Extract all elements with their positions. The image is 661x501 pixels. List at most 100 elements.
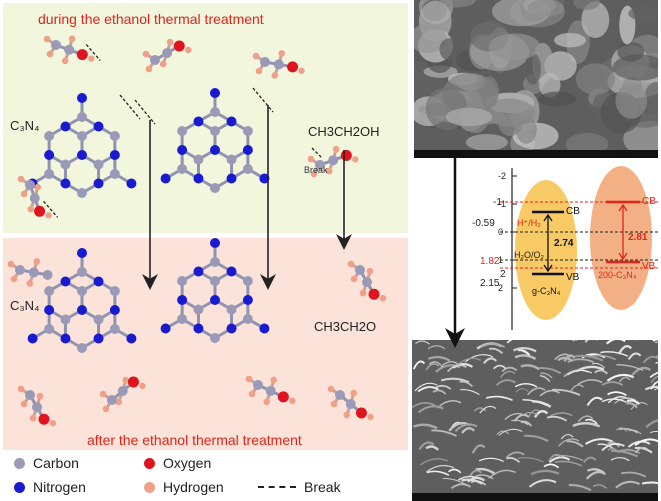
hydrogen-dot-icon	[144, 482, 155, 493]
molecules-group	[7, 35, 387, 427]
label-h2o: H₂O/O₂	[514, 250, 544, 260]
c-atom	[362, 277, 372, 288]
h-atom	[43, 35, 51, 43]
h-atom	[68, 35, 76, 43]
c-atom	[242, 164, 253, 174]
n-atom	[226, 116, 237, 127]
label-neg1: -1	[493, 197, 502, 208]
legend-hydrogen: Hydrogen	[144, 479, 224, 495]
n-atom	[226, 266, 237, 277]
break-label: Break	[304, 165, 328, 175]
n-atom	[109, 150, 120, 160]
oxygen-dot-icon	[144, 458, 155, 469]
n-atom	[193, 116, 204, 127]
c-atom	[177, 126, 188, 136]
o-atom	[287, 61, 299, 73]
c-atom	[51, 40, 61, 50]
n-atom	[77, 248, 87, 258]
axis-tick-label: 2	[498, 283, 503, 293]
n-atom	[77, 150, 87, 160]
o-atom	[34, 205, 46, 217]
h-atom	[327, 385, 335, 393]
n-atom	[93, 178, 104, 189]
h-atom	[61, 57, 69, 65]
h-atom	[278, 50, 286, 57]
n-atom	[44, 305, 55, 315]
dashed-line-icon	[258, 486, 296, 488]
o-atom	[76, 49, 88, 61]
o-atom	[355, 407, 367, 419]
process-arrow	[445, 154, 465, 348]
n-atom	[226, 173, 237, 184]
c-atom	[210, 107, 220, 117]
c-atom	[193, 154, 204, 165]
c-atom	[117, 386, 128, 397]
h-atom	[350, 389, 358, 397]
o-atom	[368, 288, 380, 300]
ethanol-label: CH3CH2OH	[308, 124, 380, 139]
axis-tick-label: -1	[498, 199, 506, 209]
c-atom	[162, 48, 173, 58]
c-atom	[32, 402, 42, 413]
n-atom	[160, 323, 171, 334]
c-atom	[42, 269, 53, 280]
h-atom	[332, 145, 340, 153]
n-atom	[210, 88, 220, 98]
legend-break: Break	[258, 479, 341, 495]
n-atom	[109, 305, 120, 315]
h-atom	[145, 65, 153, 73]
c-atom	[109, 324, 120, 334]
h-atom	[17, 385, 25, 393]
c-atom	[328, 155, 339, 166]
cb-left: CB	[566, 206, 580, 217]
c-atom	[193, 304, 204, 315]
n-atom	[193, 323, 204, 334]
o-atom	[38, 413, 50, 425]
gap-left: 2.74	[554, 238, 574, 249]
material-left: g-C₃N₄	[532, 286, 561, 296]
c-atom	[210, 183, 220, 193]
c-atom	[210, 276, 220, 286]
n-atom	[44, 150, 55, 160]
legend-carbon: Carbon	[14, 455, 79, 471]
c-atom	[77, 188, 87, 198]
panel-top-title: during the ethanol thermal treatment	[38, 11, 264, 27]
h-atom	[248, 390, 256, 398]
c-atom	[109, 169, 120, 179]
legend-oxygen: Oxygen	[144, 455, 211, 471]
c-atom	[345, 398, 356, 409]
material-right: 200-C₃N₄	[598, 270, 637, 280]
c3n4-label-bottom: C₃N₄	[10, 298, 40, 313]
n-atom	[242, 295, 253, 305]
h-atom	[255, 67, 263, 75]
c-atom	[226, 304, 237, 315]
c-atom	[242, 314, 253, 324]
sem-bottom-texture	[412, 340, 658, 501]
c-atom	[210, 126, 220, 136]
legend-break-label: Break	[304, 479, 341, 495]
c-atom	[25, 390, 35, 400]
n-atom	[210, 145, 220, 155]
h-atom	[307, 155, 315, 163]
h-atom	[347, 260, 355, 268]
legend-carbon-label: Carbon	[33, 455, 79, 471]
c-atom	[44, 131, 55, 141]
legend-nitrogen: Nitrogen	[14, 479, 86, 495]
label-neg059: -0.59	[472, 218, 495, 229]
c-atom	[273, 59, 284, 70]
c-atom	[60, 314, 71, 325]
carbon-dot-icon	[14, 458, 25, 469]
c-atom	[226, 154, 237, 165]
cb-right: CB	[642, 196, 656, 207]
o-atom	[127, 376, 139, 388]
h-atom	[46, 50, 54, 58]
n-atom	[126, 178, 137, 189]
label-h-plus: H⁺/H₂	[517, 218, 541, 228]
c-atom	[15, 265, 25, 275]
h-atom	[310, 170, 318, 178]
n-atom	[259, 323, 270, 334]
h-atom	[252, 52, 260, 60]
n-atom	[193, 173, 204, 184]
legend-nitrogen-label: Nitrogen	[33, 479, 86, 495]
h-atom	[7, 260, 15, 268]
